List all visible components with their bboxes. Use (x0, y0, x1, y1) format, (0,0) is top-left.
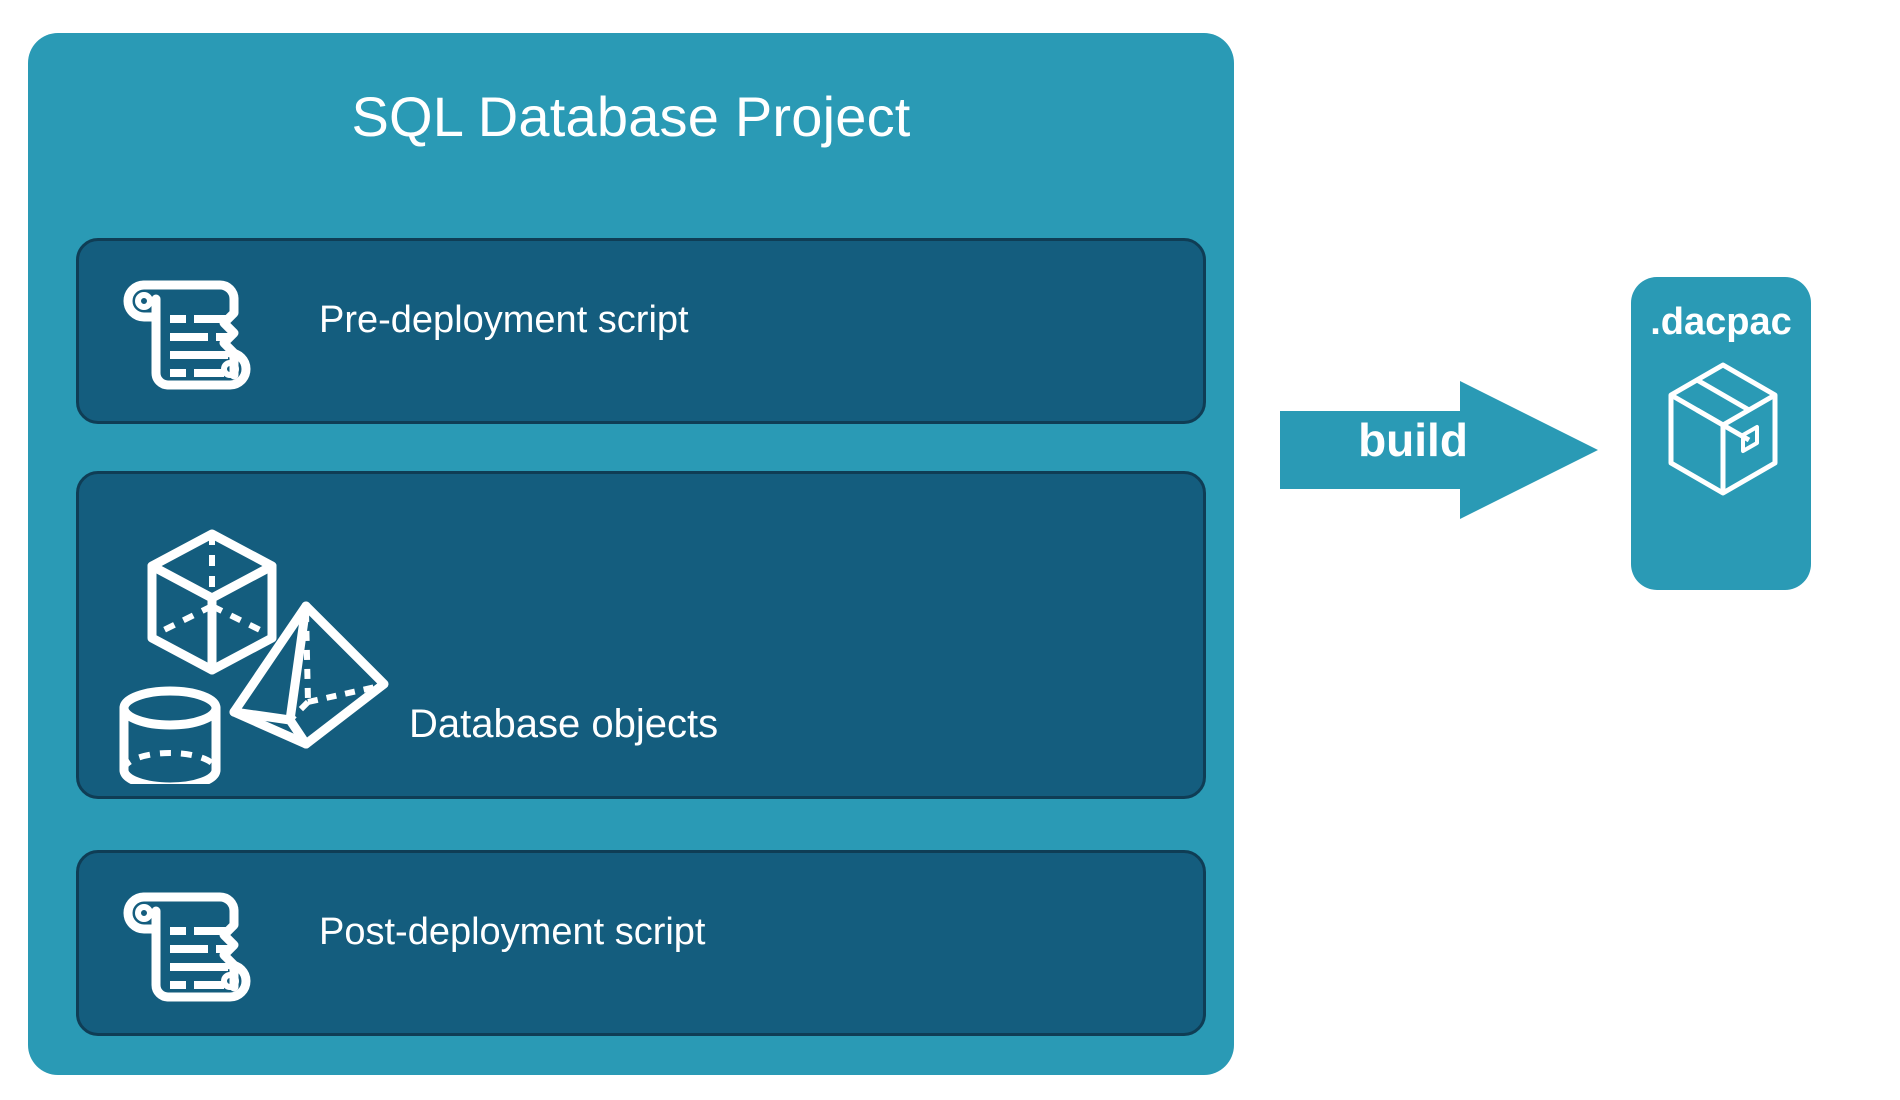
panel-pre-deployment-label: Pre-deployment script (319, 299, 689, 341)
dacpac-title: .dacpac (1650, 301, 1792, 343)
cube-icon (147, 529, 277, 675)
dacpac-output-card: .dacpac (1631, 277, 1811, 590)
package-box-icon (1663, 359, 1783, 514)
panel-database-objects[interactable]: Database objects (tables, stored procs, … (76, 471, 1206, 925)
page-title: SQL Database Project (351, 85, 911, 148)
cylinder-icon (119, 686, 221, 792)
panel-pre-deployment[interactable]: Pre-deployment script (76, 238, 1206, 424)
scroll-icon (104, 875, 254, 1020)
scroll-icon (104, 263, 254, 408)
panel-post-deployment-label: Post-deployment script (319, 911, 706, 953)
build-arrow-label: build (1358, 414, 1468, 466)
pyramid-icon (229, 601, 389, 749)
sql-database-project-card: SQL Database Project (28, 33, 1234, 1075)
database-objects-icon-group (94, 494, 394, 792)
panel-post-deployment[interactable]: Post-deployment script (76, 850, 1206, 1036)
database-objects-line1: Database objects (409, 702, 719, 746)
build-arrow-icon (1280, 375, 1600, 525)
